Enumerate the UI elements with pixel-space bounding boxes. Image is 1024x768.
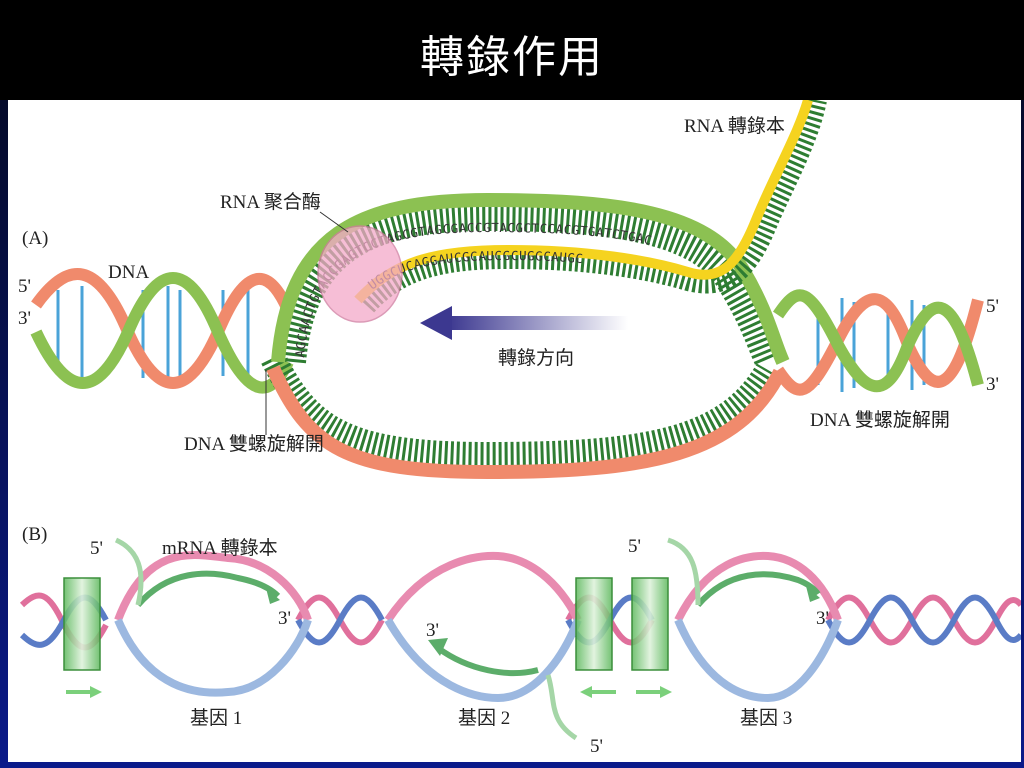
polymerase-pointer: [319, 211, 349, 233]
gene-2-direction-arrow: [580, 686, 616, 698]
gene-1-bubble: [114, 537, 312, 697]
gene-3-direction-arrow: [636, 686, 672, 698]
gene-1-5-prime: 5': [90, 538, 103, 559]
direction-label: 轉錄方向: [498, 347, 574, 369]
right-3-prime: 3': [986, 374, 999, 395]
panel-b: (B): [19, 524, 1024, 757]
polymerase-label: RNA 聚合酶: [220, 191, 321, 213]
promoter-box-1: [63, 577, 101, 671]
promoter-box-2: [575, 577, 613, 671]
gene-3-bubble: [667, 537, 842, 703]
slide-title: 轉錄作用: [0, 0, 1024, 100]
gene-2-label: 基因 2: [458, 707, 510, 729]
gene-3-5-prime: 5': [628, 536, 641, 557]
promoter-box-3: [631, 577, 669, 671]
panel-a-tag: (A): [22, 228, 48, 249]
gene-2-5-prime: 5': [590, 736, 603, 757]
right-5-prime: 5': [986, 296, 999, 317]
template-strand: [271, 192, 790, 365]
transcript-label: RNA 轉錄本: [684, 115, 785, 137]
gene-2-3-prime: 3': [426, 620, 439, 641]
gene-1-3-prime: 3': [278, 608, 291, 629]
dna-label: DNA: [108, 262, 149, 283]
unwind-right-label: DNA 雙螺旋解開: [810, 409, 950, 431]
panel-b-tag: (B): [22, 524, 47, 545]
left-dna-helix: [30, 268, 294, 394]
gene-2-bubble: [384, 551, 582, 741]
mrna-label: mRNA 轉錄本: [162, 537, 278, 559]
gene-3-label: 基因 3: [740, 707, 792, 729]
left-3-prime: 3': [18, 308, 31, 329]
panel-b-dna-helix: [19, 592, 1024, 651]
direction-arrow: [420, 306, 628, 340]
gene-3-3-prime: 3': [816, 608, 829, 629]
gene-1-direction-arrow: [66, 686, 102, 698]
transcription-figure: (A) DNA 5' 3' 5' 3': [8, 97, 1024, 762]
rna-transcript: [354, 98, 813, 304]
gene-1-label: 基因 1: [190, 707, 242, 729]
coding-strand: [266, 365, 787, 480]
unwind-left-label: DNA 雙螺旋解開: [184, 433, 324, 455]
right-dna-helix: [773, 289, 984, 396]
left-5-prime: 5': [18, 276, 31, 297]
panel-a: (A) DNA 5' 3' 5' 3': [18, 97, 999, 480]
rna-polymerase: [317, 225, 403, 323]
